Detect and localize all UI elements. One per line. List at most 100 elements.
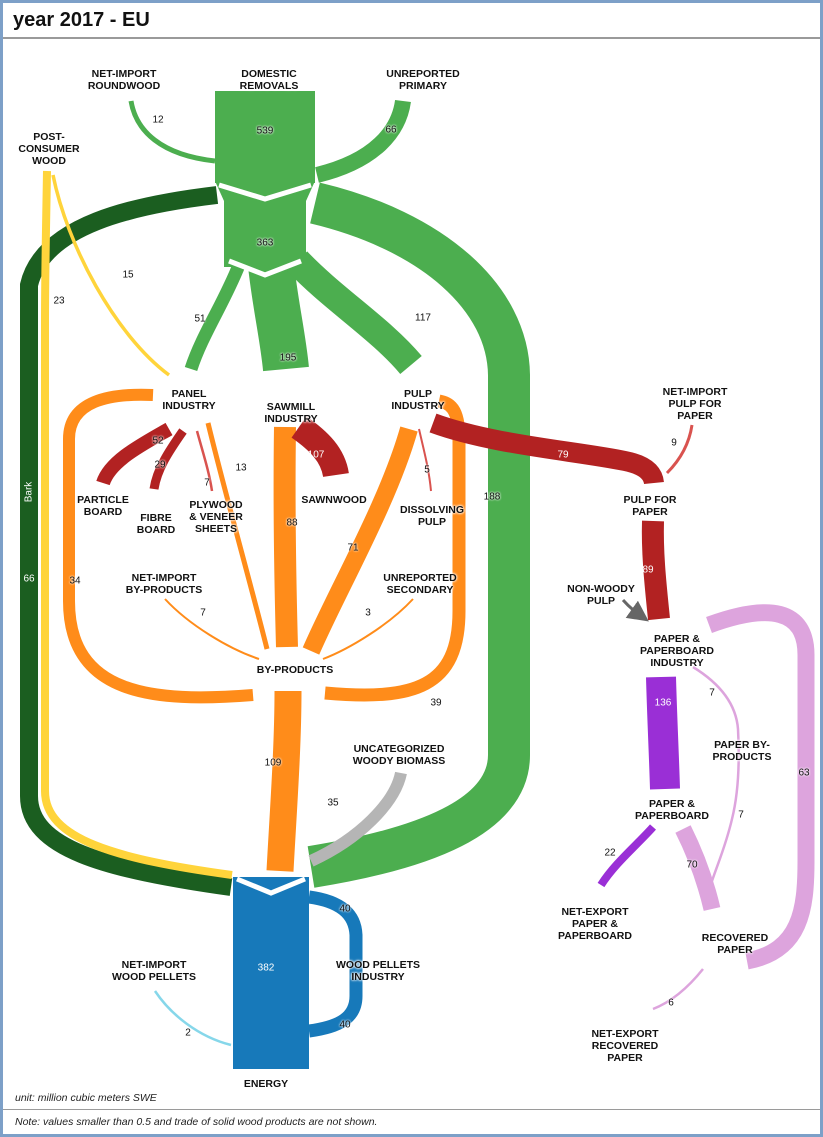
page-title: year 2017 - EU: [13, 9, 150, 31]
label-line: PAPER: [632, 506, 668, 518]
flow-value-post-consumer-to-energy: 23: [53, 295, 65, 307]
flow-value-pellets-in: 40: [339, 903, 351, 915]
label-line: PULP: [403, 388, 432, 400]
label-line: ROUNDWOOD: [87, 80, 161, 92]
label-line: PARTICLE: [77, 494, 129, 506]
label-line: INDUSTRY: [391, 400, 445, 412]
label-line: PAPERBOARD: [635, 810, 709, 822]
label-line: PULP: [417, 516, 447, 528]
flow-value-recovered-to-industry: 63: [798, 767, 810, 779]
flow-value-pellets-out: 40: [339, 1019, 351, 1031]
flow-value-sawnwood: 107: [307, 449, 325, 461]
label-line: NET-EXPORT: [591, 1028, 659, 1040]
label-line: PLYWOOD: [189, 499, 243, 511]
label-line: SAWNWOOD: [301, 494, 367, 506]
flow-value-pulp-for-paper-to-industry: 89: [642, 564, 654, 576]
flow-value-energy-total: 382: [257, 962, 275, 974]
label-line: NET-IMPORT: [662, 386, 728, 398]
flow-value-paper-by-products-bottom: 7: [738, 809, 744, 821]
title-rule: [3, 37, 820, 39]
flow-panel-to-plywood: [195, 430, 214, 492]
flow-sawmill-to-byproducts: [273, 426, 298, 648]
flow-value-byproducts-to-panel: 34: [69, 575, 81, 587]
flow-value-net-export-paperboard: 22: [604, 847, 616, 859]
flow-value-pulp-to-byproducts: 71: [347, 542, 359, 554]
flow-value-net-import-pellets: 2: [185, 1027, 191, 1039]
label-line: NON-WOODY: [567, 583, 635, 595]
flow-post-consumer-to-energy: [41, 170, 233, 879]
flow-value-supply-to-energy: 188: [483, 491, 501, 503]
flow-unreported-secondary: [322, 598, 414, 660]
flow-panel-to-fibre-board: [149, 428, 187, 490]
flow-split-to-pulp: [286, 251, 422, 375]
label-line: UNREPORTED: [383, 572, 457, 584]
flow-value-uncategorized: 35: [327, 797, 339, 809]
flow-value-bark: 66: [23, 573, 35, 585]
label-line: RECOVERED: [701, 932, 769, 944]
label-line: NET-EXPORT: [561, 906, 629, 918]
label-line: PAPER &: [649, 798, 695, 810]
non-woody-pulp-arrow-icon: [621, 599, 649, 622]
label-line: NET-IMPORT: [91, 68, 157, 80]
flow-value-particle-board: 52: [152, 435, 164, 447]
label-line: UNCATEGORIZED: [353, 743, 445, 755]
label-line: INDUSTRY: [351, 971, 405, 983]
label-line: PULP FOR: [623, 494, 677, 506]
label-line: INDUSTRY: [162, 400, 216, 412]
label-line: SAWMILL: [266, 401, 316, 413]
flow-value-paper-industry-to-paperboard: 136: [654, 697, 672, 709]
flow-panel-to-byproducts: [205, 422, 270, 650]
unit-note: unit: million cubic meters SWE: [15, 1092, 157, 1104]
label-line: SHEETS: [194, 523, 237, 535]
label-line: WOOD: [32, 155, 66, 167]
flow-value-post-consumer-to-panel: 15: [122, 269, 134, 281]
label-line: ENERGY: [243, 1078, 289, 1090]
flow-value-unreported-primary: 66: [385, 124, 397, 136]
flow-value-supply-363: 363: [256, 237, 274, 249]
flow-post-consumer-to-panel: [51, 174, 171, 377]
label-line: POST-: [33, 131, 65, 143]
label-line: INDUSTRY: [264, 413, 318, 425]
flow-value-dissolving-pulp: 5: [424, 464, 430, 476]
label-line: PAPERBOARD: [558, 930, 632, 942]
junction-notch: [236, 876, 306, 896]
flow-supply-junction: [215, 181, 315, 201]
flow-label-bark: Bark: [23, 481, 35, 503]
flow-net-import-pulp-for-paper: [665, 424, 694, 475]
flow-value-sawmill-to-byproducts: 88: [286, 517, 298, 529]
flow-value-split-to-sawmill: 195: [279, 352, 297, 364]
label-line: PAPER: [607, 1052, 643, 1064]
bottom-note: Note: values smaller than 0.5 and trade …: [15, 1116, 378, 1128]
junction-notch: [228, 258, 302, 278]
flow-recovered-to-net-export: [652, 968, 704, 1011]
label-line: BOARD: [83, 506, 123, 518]
flow-split-to-sawmill: [248, 262, 309, 372]
flow-value-split-to-pulp: 117: [415, 312, 431, 324]
flow-net-import-byproducts: [164, 598, 260, 660]
label-line: WOOD PELLETS: [336, 959, 420, 971]
label-line: & VENEER: [189, 511, 243, 523]
label-line: PAPER: [677, 410, 713, 422]
flow-value-paper-by-products-top: 7: [709, 687, 715, 699]
sankey-flows: [20, 91, 815, 1069]
node-label-sawnwood: SAWNWOOD: [301, 494, 366, 506]
flow-value-pulp-to-pulp-for-paper: 79: [557, 449, 569, 461]
flow-value-net-import-roundwood: 12: [152, 114, 164, 126]
flow-net-import-roundwood: [128, 100, 216, 164]
flow-wood-pellets-loop: [307, 890, 363, 1038]
label-line: BY-PRODUCTS: [256, 664, 334, 676]
